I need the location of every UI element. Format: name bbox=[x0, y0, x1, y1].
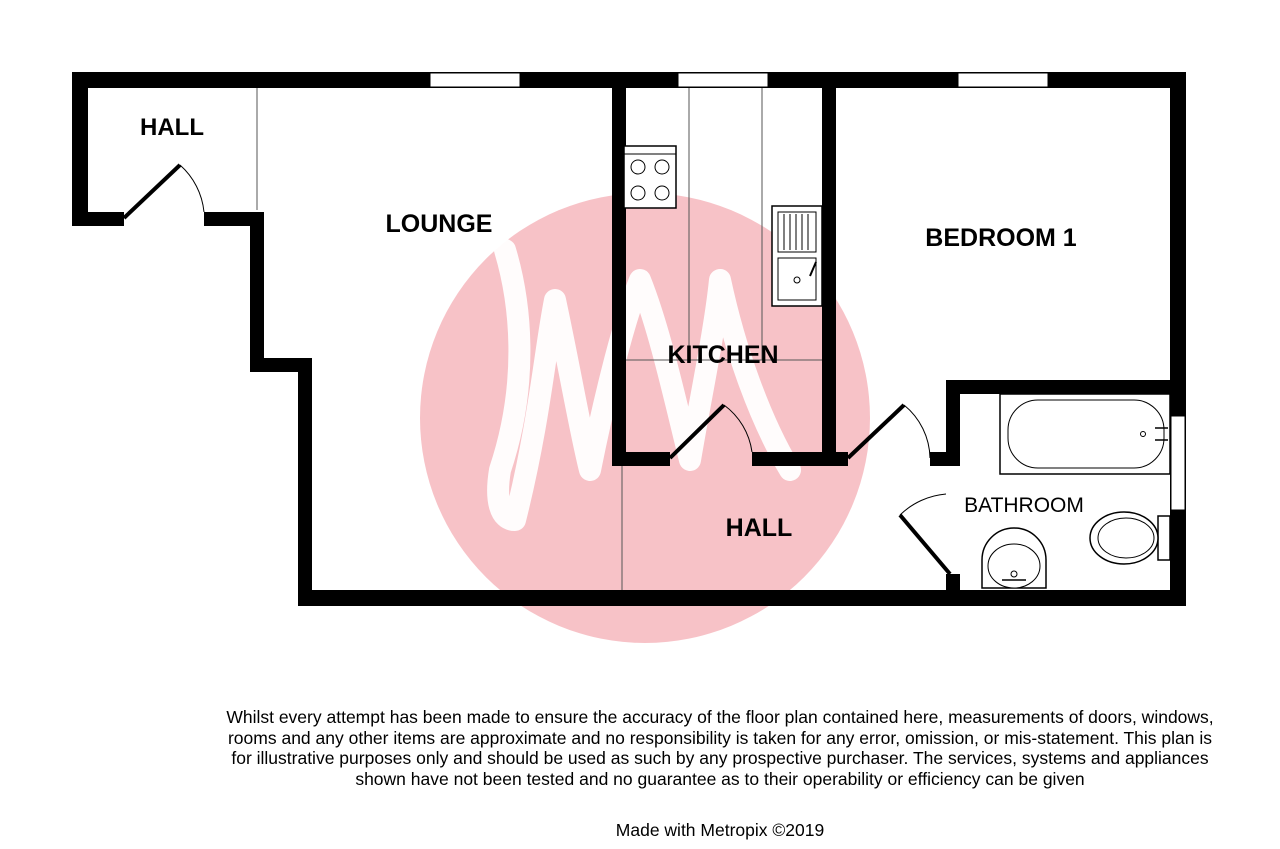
hob-icon bbox=[623, 145, 677, 209]
room-label-bedroom: BEDROOM 1 bbox=[925, 224, 1077, 252]
room-label-kitchen: KITCHEN bbox=[667, 341, 778, 369]
toilet-icon bbox=[1089, 511, 1171, 565]
walls bbox=[72, 72, 1186, 606]
disclaimer-text: Whilst every attempt has been made to en… bbox=[226, 707, 1214, 789]
room-label-lounge: LOUNGE bbox=[386, 210, 493, 238]
bathtub-icon bbox=[999, 393, 1171, 475]
windows bbox=[429, 72, 1186, 511]
room-label-hall-entrance: HALL bbox=[140, 114, 204, 141]
doors bbox=[122, 163, 952, 576]
floor-plan: HALL LOUNGE KITCHEN BEDROOM 1 HALL BATHR… bbox=[72, 72, 1186, 643]
credit-text: Made with Metropix ©2019 bbox=[615, 820, 825, 840]
room-label-hall-inner: HALL bbox=[726, 514, 793, 542]
watermark-logo bbox=[420, 193, 870, 643]
thin-lines bbox=[256, 88, 823, 590]
room-label-bathroom: BATHROOM bbox=[964, 494, 1084, 517]
basin-icon bbox=[981, 527, 1047, 589]
kitchen-sink-icon bbox=[771, 205, 823, 307]
